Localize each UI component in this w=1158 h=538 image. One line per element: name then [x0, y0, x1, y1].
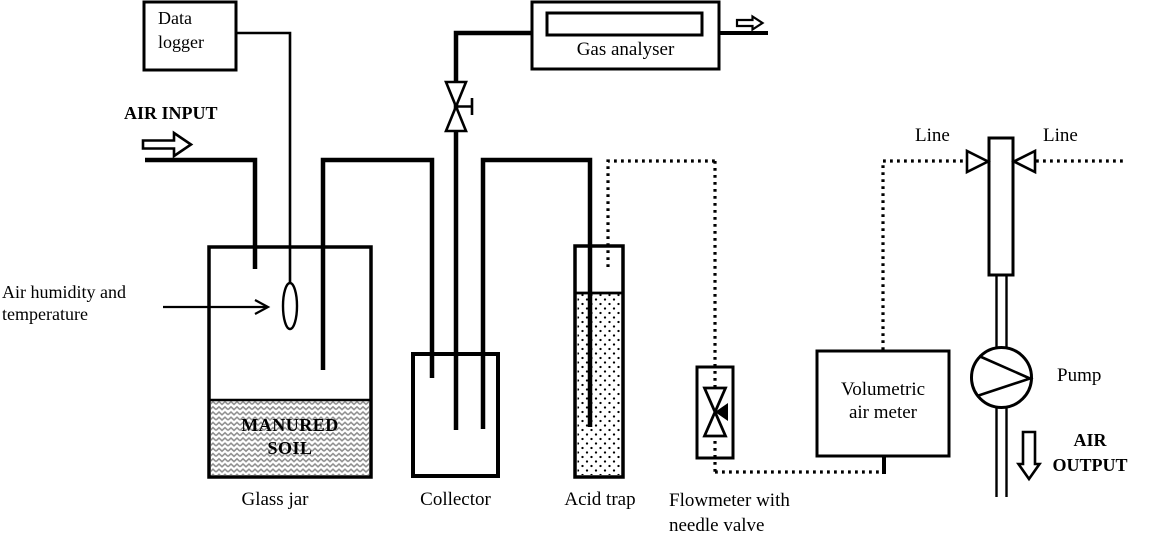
- sensor-cable: [236, 31, 292, 285]
- air-output-label: AIR OUTPUT: [1052, 430, 1128, 475]
- air-output-arrow-icon: [1016, 430, 1042, 482]
- volumetric-air-meter-box: [815, 349, 951, 458]
- gas-analyser-box: [530, 0, 721, 71]
- air-input-pipe: [145, 157, 258, 269]
- pump-label: Pump: [1057, 365, 1102, 386]
- collector-outlet-pipe: [480, 157, 593, 429]
- humidity-pointer-head: [254, 299, 271, 315]
- data-logger-box: [142, 0, 238, 72]
- needle-valve-upper-triangle: [702, 386, 728, 416]
- meter-to-pump-dotted-line: [881, 159, 967, 350]
- valve-upper-triangle: [444, 80, 468, 110]
- air-input-label: AIR INPUT: [124, 103, 218, 123]
- air-humidity-label: Air humidity and temperature: [2, 282, 126, 324]
- data-logger-label: Data logger: [158, 8, 204, 52]
- manured-soil-label: MANURED SOIL: [241, 415, 339, 458]
- pump-tube: [995, 276, 1008, 497]
- glass-jar-label: Glass jar: [241, 489, 309, 510]
- humidity-pointer-arrow-icon: [163, 299, 271, 315]
- pump-chevron: [976, 354, 1034, 398]
- volumetric-air-meter-label: Volumetric air meter: [840, 379, 926, 423]
- acid-liquid-fill: [577, 293, 621, 475]
- acid-trap-vessel: [573, 244, 625, 479]
- gas-analyser-suction-pipe: [453, 30, 532, 430]
- flowmeter-label: Flowmeter with needle valve: [669, 490, 790, 536]
- gas-analyser-display: [545, 11, 704, 37]
- needle-valve-pointer: [715, 403, 728, 421]
- jar-outlet-pipe: [320, 157, 435, 378]
- valve-lower-triangle: [444, 103, 468, 133]
- control-valve-icon: [444, 80, 474, 133]
- pump-inlet-valve-right-icon: [1011, 148, 1037, 175]
- manured-soil-fill: [211, 400, 369, 476]
- needle-valve-lower-triangle: [702, 408, 728, 438]
- acid-trap-to-flowmeter-dotted-line: [606, 159, 715, 267]
- pump-inlet-valve-left-icon: [965, 148, 991, 175]
- pump-symbol-icon: [970, 276, 1034, 497]
- gas-analyser-label: Gas analyser: [576, 39, 675, 60]
- acid-trap-label: Acid trap: [564, 489, 636, 510]
- line-left-label: Line: [915, 125, 950, 146]
- humidity-sensor-probe-icon: [281, 281, 299, 331]
- line-right-label: Line: [1043, 125, 1078, 146]
- needle-valve-icon: [702, 386, 728, 438]
- pump-column: [987, 136, 1015, 277]
- collector-label: Collector: [420, 489, 491, 510]
- air-input-arrow-icon: [141, 130, 194, 159]
- valve-stem: [456, 98, 474, 115]
- gas-analyser-output-arrow-icon: [735, 14, 765, 32]
